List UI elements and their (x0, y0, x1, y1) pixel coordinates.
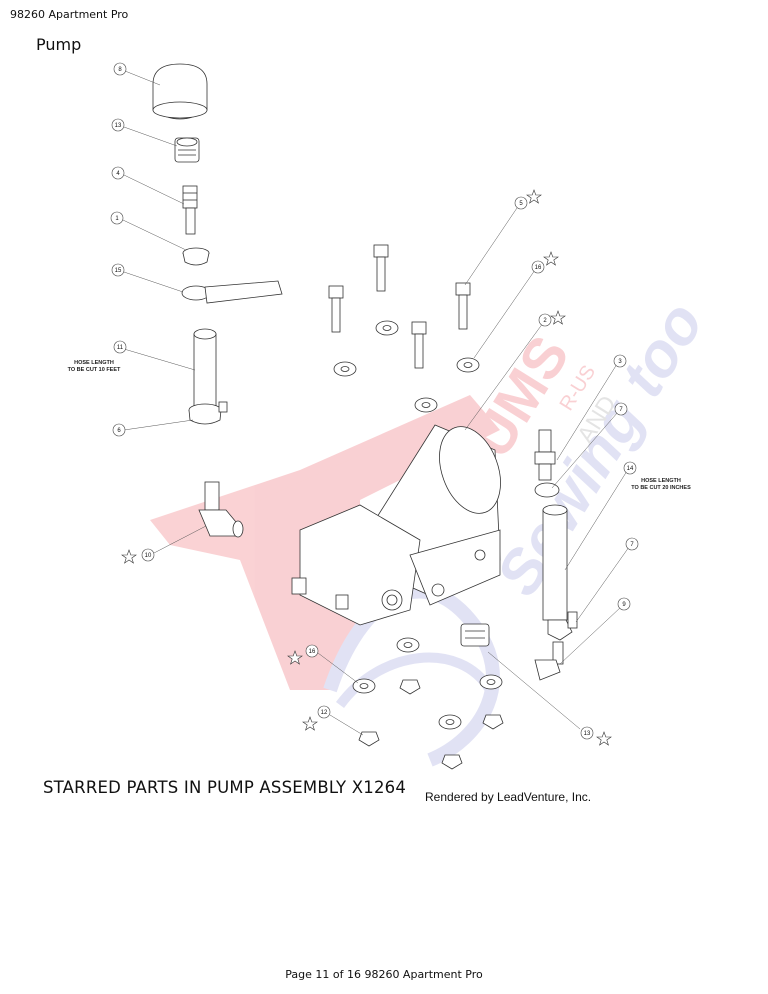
part-hose-right (542, 504, 568, 621)
document-header: 98260 Apartment Pro (10, 8, 129, 21)
starred-parts-note: STARRED PARTS IN PUMP ASSEMBLY X1264 (43, 778, 407, 797)
star-icons (121, 189, 612, 746)
callout-13: 13 (115, 123, 122, 129)
part-elbows-right (534, 611, 578, 681)
part-clamp (188, 401, 228, 425)
leader-lines (122, 70, 630, 736)
part-cap (152, 63, 208, 120)
star-icon (287, 650, 303, 665)
part-hose-left (193, 328, 217, 407)
callout-14: 14 (627, 466, 634, 472)
callout-6: 6 (117, 428, 121, 434)
callout-9: 9 (622, 602, 626, 608)
callout-5: 5 (519, 201, 523, 207)
part-washers (333, 320, 503, 730)
svg-text:HOSE LENGTH: HOSE LENGTH (641, 478, 681, 484)
svg-text:TO BE CUT 20 INCHES: TO BE CUT 20 INCHES (631, 485, 691, 491)
callout-7-lower: 7 (630, 542, 634, 548)
part-nuts (358, 679, 504, 770)
part-elbow-fitting (198, 481, 244, 538)
star-icon (543, 251, 559, 266)
callout-10: 10 (145, 553, 152, 559)
part-fittings-right (534, 429, 560, 498)
part-pump-motor (291, 424, 501, 626)
section-title: Pump (36, 35, 82, 54)
callout-circles (110, 62, 639, 740)
callout-15: 15 (115, 268, 122, 274)
star-icon (526, 189, 542, 204)
callout-11: 11 (117, 345, 124, 351)
part-bracket (181, 280, 283, 304)
render-credit: Rendered by LeadVenture, Inc. (425, 790, 592, 804)
callout-16: 16 (535, 265, 542, 271)
hose-note-right: HOSE LENGTH TO BE CUT 20 INCHES (631, 478, 691, 491)
star-icon (302, 716, 318, 731)
callout-16-lower: 16 (309, 649, 316, 655)
star-icon (121, 549, 137, 564)
part-ring (182, 247, 210, 266)
callout-8: 8 (118, 67, 122, 73)
svg-text:HOSE LENGTH: HOSE LENGTH (74, 360, 114, 366)
star-icon (550, 310, 566, 325)
svg-text:TO BE CUT 10 FEET: TO BE CUT 10 FEET (68, 367, 121, 373)
hose-note-left: HOSE LENGTH TO BE CUT 10 FEET (68, 360, 121, 373)
callout-4: 4 (116, 171, 120, 177)
page-footer: Page 11 of 16 98260 Apartment Pro (285, 968, 483, 981)
star-icon (596, 731, 612, 746)
callout-13-lower: 13 (584, 731, 591, 737)
callout-3: 3 (618, 359, 622, 365)
callout-12: 12 (321, 710, 328, 716)
part-barb-fitting (182, 185, 198, 235)
part-fitting-bottom (460, 623, 490, 647)
part-bolts (328, 244, 471, 369)
callout-labels: 8 13 4 1 15 11 6 10 5 16 2 3 7 14 7 9 16… (115, 67, 635, 737)
part-fitting-top (174, 137, 200, 163)
callout-2: 2 (543, 318, 547, 324)
callout-1: 1 (115, 216, 119, 222)
callout-7: 7 (619, 407, 623, 413)
